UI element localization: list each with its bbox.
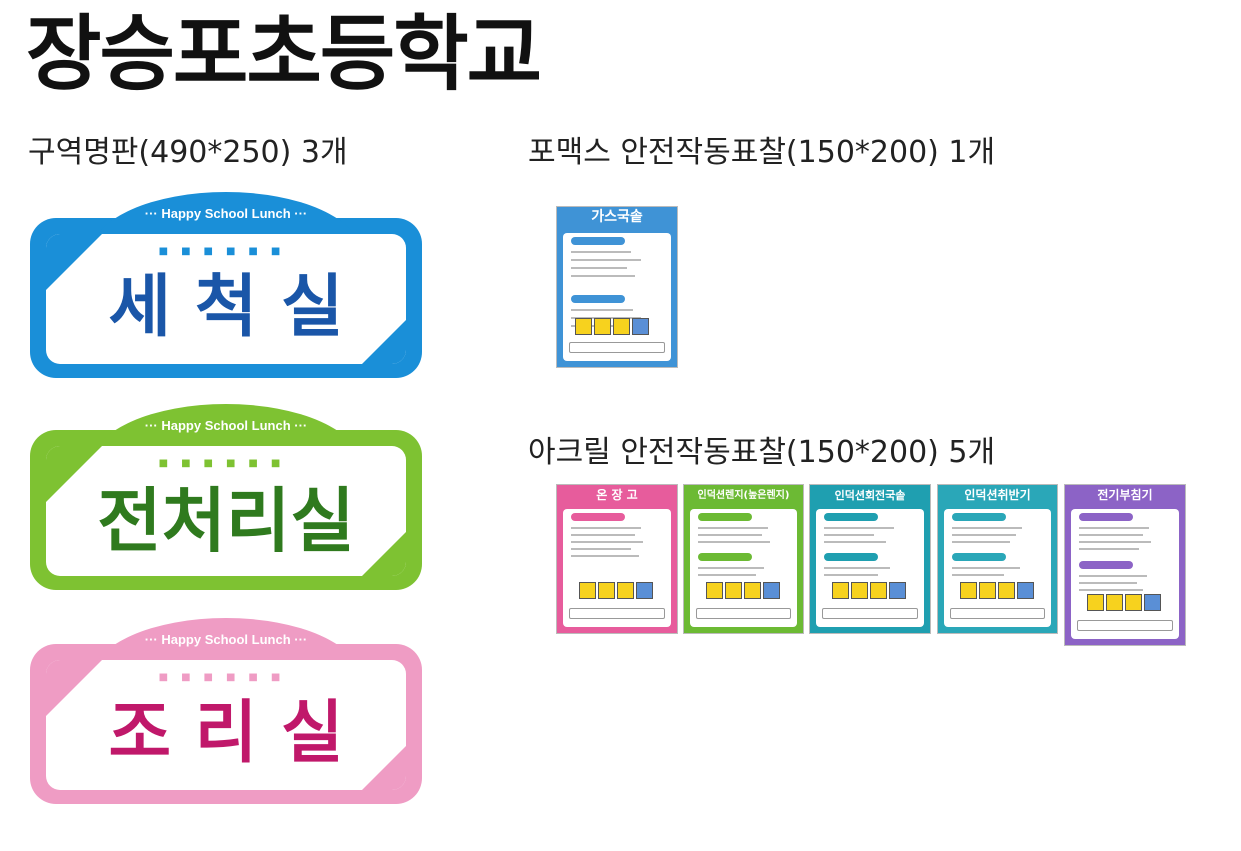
plate-name: 조 리 실	[108, 694, 344, 773]
plate-dots: ■■■■■■	[158, 246, 294, 257]
card-title: 인덕션취반기	[964, 488, 1031, 502]
section-label-zone-plates: 구역명판(490*250) 3개	[28, 135, 348, 170]
card-title: 인덕션렌지(높은렌지)	[697, 490, 790, 501]
zone-plate-prep-room: ··· Happy School Lunch ··· ■■■■■■ 전처리실	[30, 404, 422, 590]
acrylic-sign-card: 인덕션취반기	[937, 484, 1058, 634]
plate-tagline: ··· Happy School Lunch ···	[144, 632, 308, 647]
card-title: 가스국솥	[591, 209, 643, 225]
section-label-acrylic: 아크릴 안전작동표찰(150*200) 5개	[528, 435, 996, 470]
acrylic-sign-card: 온 장 고	[556, 484, 678, 634]
section-label-formax: 포맥스 안전작동표찰(150*200) 1개	[528, 135, 996, 170]
plate-name: 전처리실	[97, 480, 355, 562]
page-title: 장승포초등학교	[26, 7, 542, 102]
plate-tagline: ··· Happy School Lunch ···	[144, 206, 308, 221]
card-title: 인덕션회전국솥	[834, 489, 906, 502]
plate-tagline: ··· Happy School Lunch ···	[144, 418, 308, 433]
plate-dots: ■■■■■■	[158, 458, 294, 469]
acrylic-sign-card: 인덕션렌지(높은렌지)	[683, 484, 804, 634]
card-title: 전기부침기	[1097, 488, 1153, 502]
acrylic-sign-card: 전기부침기	[1064, 484, 1186, 646]
acrylic-sign-card: 인덕션회전국솥	[809, 484, 931, 634]
plate-dots: ■■■■■■	[158, 672, 294, 683]
zone-plate-washroom: ··· Happy School Lunch ··· ■■■■■■ 세 척 실	[30, 192, 422, 378]
card-title: 온 장 고	[596, 488, 638, 502]
zone-plate-cooking-room: ··· Happy School Lunch ··· ■■■■■■ 조 리 실	[30, 618, 422, 804]
plate-name: 세 척 실	[108, 268, 344, 347]
formax-sign-card: 가스국솥	[556, 206, 678, 368]
